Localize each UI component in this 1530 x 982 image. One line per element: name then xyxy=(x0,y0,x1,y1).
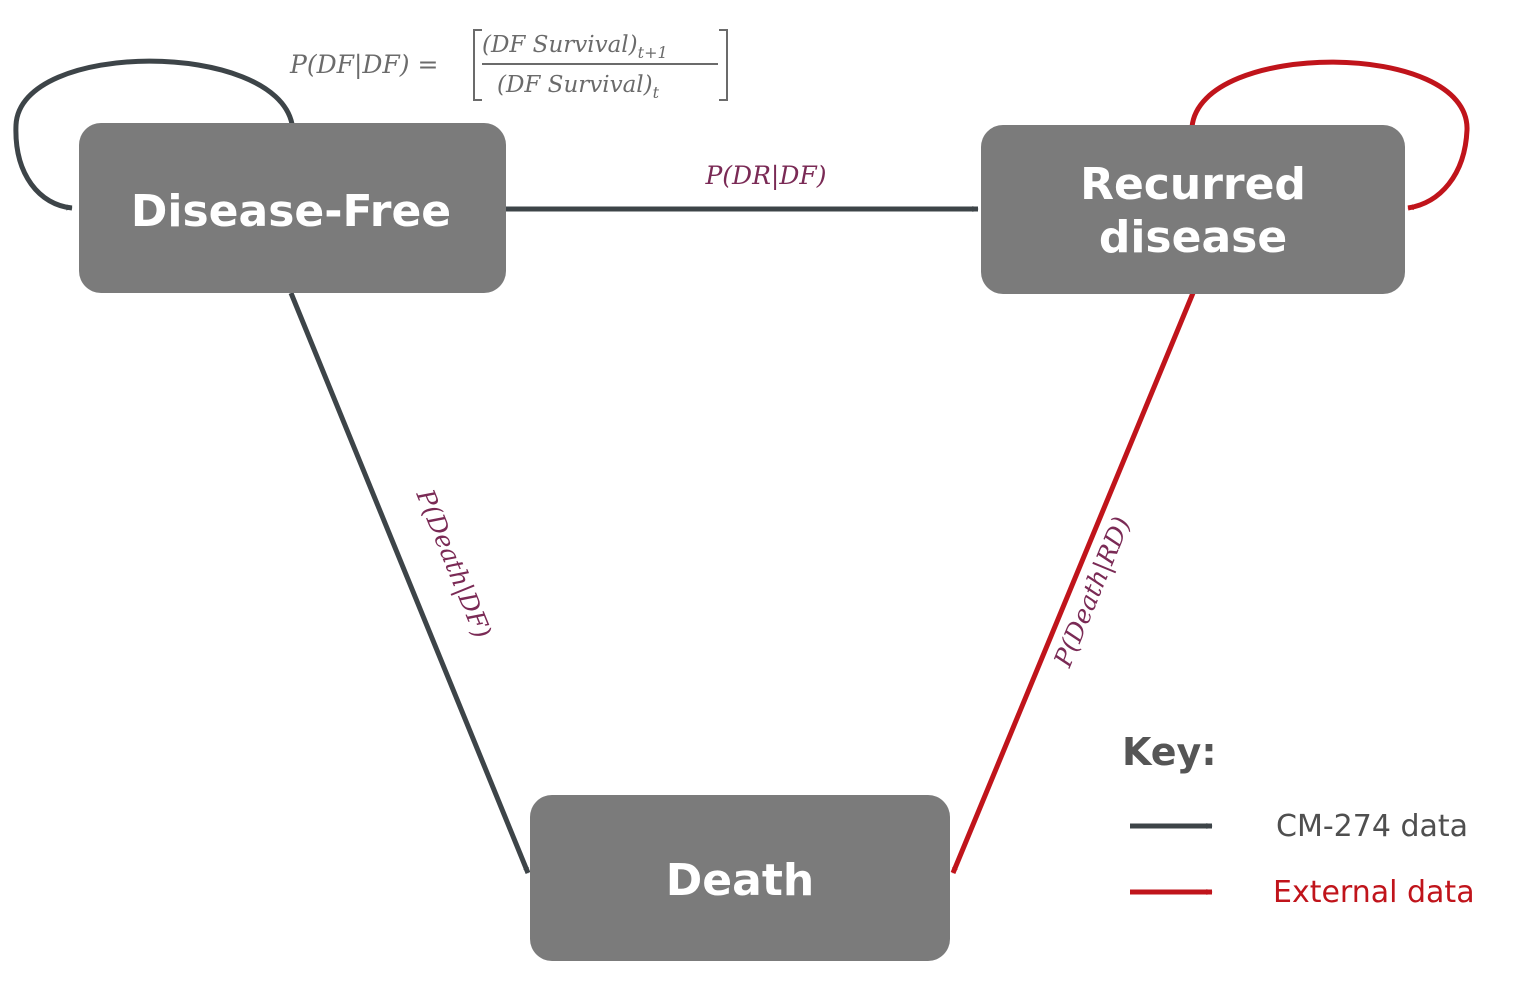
edge-label-dr-given-df: P(DR|DF) xyxy=(704,161,826,191)
formula-numerator-sub: t+1 xyxy=(638,43,668,62)
node-disease-free: Disease-Free xyxy=(79,123,506,293)
legend-cm274-label: CM-274 data xyxy=(1276,809,1468,844)
formula-df-given-df: P(DF|DF) = (DF Survival)t+1 (DF Survival… xyxy=(289,29,728,102)
formula-left-bracket xyxy=(473,29,482,101)
node-recurred-disease-label-line2: disease xyxy=(1099,212,1287,263)
formula-numerator-base: (DF Survival) xyxy=(482,32,638,58)
formula-numerator: (DF Survival)t+1 xyxy=(482,32,668,62)
node-death-label: Death xyxy=(666,855,814,906)
node-disease-free-label: Disease-Free xyxy=(131,186,451,237)
formula-denominator: (DF Survival)t xyxy=(497,72,660,102)
self-loop-recurred-arrow xyxy=(1189,59,1470,211)
legend-external-label: External data xyxy=(1273,875,1475,910)
legend-title: Key: xyxy=(1122,730,1217,774)
node-recurred-disease: Recurred disease xyxy=(981,125,1405,294)
formula-right-bracket xyxy=(719,29,728,101)
node-death-box xyxy=(530,795,950,961)
arrow-recurred-to-death xyxy=(950,292,1196,874)
node-recurred-disease-label-line1: Recurred xyxy=(1080,159,1306,210)
node-disease-free-box xyxy=(79,123,506,293)
formula-denominator-base: (DF Survival) xyxy=(497,72,653,98)
legend: Key: CM-274 data External data xyxy=(1122,730,1475,910)
arrow-disease-free-to-death xyxy=(288,292,531,874)
self-loop-disease-free-arrow xyxy=(13,58,295,211)
formula-lhs: P(DF|DF) = xyxy=(289,50,438,80)
node-death: Death xyxy=(530,795,950,961)
formula-denominator-sub: t xyxy=(653,83,660,102)
node-recurred-disease-box xyxy=(981,125,1405,294)
